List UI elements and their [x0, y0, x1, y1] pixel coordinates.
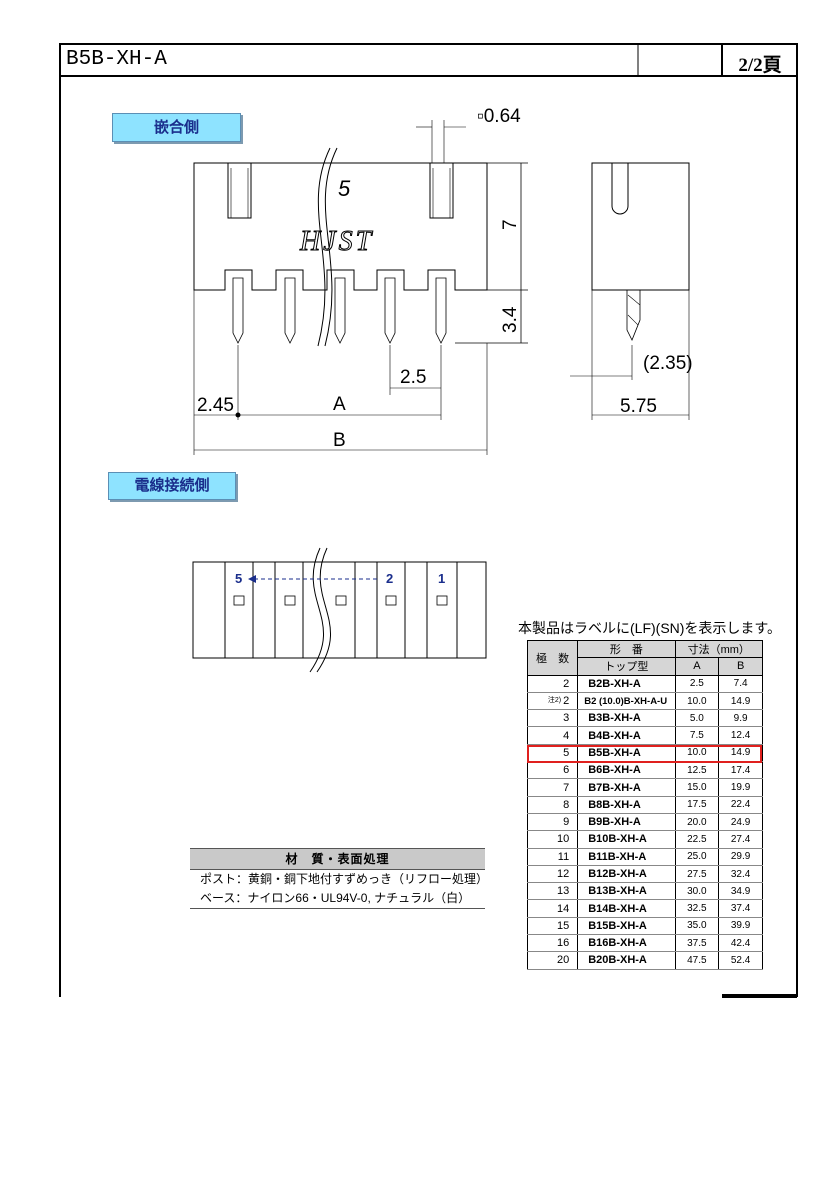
materials-base: ベース：ナイロン66・UL94V-0, ナチュラル（白）	[190, 889, 485, 909]
page-number: 2/2頁	[738, 55, 782, 76]
wire-side-label: 電線接続側	[108, 472, 236, 500]
note-tag: 注2)	[547, 697, 562, 705]
dim-a: A	[333, 394, 346, 415]
materials-post: ポスト：黄銅・銅下地付すずめっき（リフロー処理）	[200, 872, 489, 886]
label-note: 本製品はラベルに(LF)(SN)を表示します。	[518, 620, 782, 636]
pin-count-mark: 5	[338, 176, 351, 201]
title-block	[59, 43, 798, 77]
side-width-dim: 5.75	[620, 396, 657, 417]
pin-label-5: 5	[235, 571, 243, 586]
materials-title: 材 質・表面処理	[190, 848, 485, 870]
pitch-dim: 2.5	[400, 367, 427, 388]
pin-length-dim: 3.4	[500, 306, 521, 333]
document-title: B5B-XH-A	[66, 48, 167, 71]
header-model-sub: トップ型	[577, 657, 676, 676]
materials-block: 材 質・表面処理 ポスト：黄銅・銅下地付すずめっき（リフロー処理） ベース：ナイ…	[190, 848, 489, 909]
post-size-dim: ▫0.64	[477, 106, 521, 127]
offset-dim: 2.45	[197, 395, 234, 416]
header-a: A	[674, 657, 720, 676]
pin-label-1: 1	[438, 571, 446, 586]
dim-b: B	[333, 430, 346, 451]
header-poles: 極 数	[526, 640, 579, 676]
wire-side-view	[192, 547, 487, 673]
mating-side-label: 嵌合側	[112, 113, 241, 142]
pin-label-2: 2	[386, 571, 394, 586]
header-model: 形 番	[577, 639, 676, 659]
front-view	[193, 120, 528, 455]
header-b: B	[718, 657, 763, 676]
side-ref-dim: (2.35)	[643, 353, 693, 374]
jst-logo: HJST	[299, 226, 375, 258]
header-dims: 寸法（mm）	[674, 639, 763, 659]
height-dim: 7	[500, 219, 521, 230]
side-view	[570, 162, 690, 420]
